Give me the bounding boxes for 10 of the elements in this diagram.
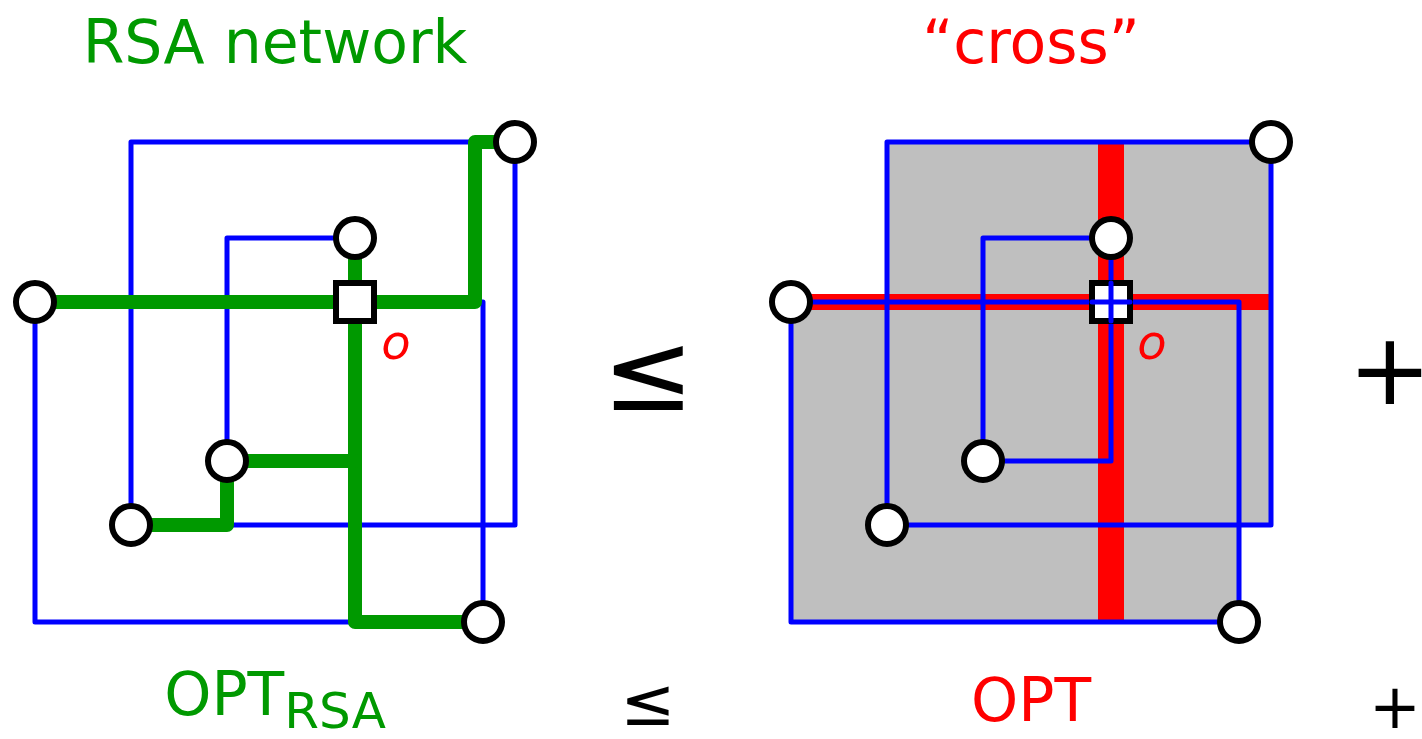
inequality-sign: ≤: [620, 670, 676, 736]
panel-title: RSA network: [82, 12, 468, 72]
plus-sign: +: [1369, 676, 1421, 738]
cost-label: OPT$_{RSA}$: [164, 664, 386, 736]
root-label: o: [1137, 318, 1167, 366]
panel-title: “cross”: [922, 12, 1140, 72]
cost-label: OPT: [970, 670, 1092, 730]
root-label: o: [381, 318, 411, 366]
plus-sign: +: [1348, 320, 1422, 420]
inequality-sign: ≤: [601, 317, 695, 427]
